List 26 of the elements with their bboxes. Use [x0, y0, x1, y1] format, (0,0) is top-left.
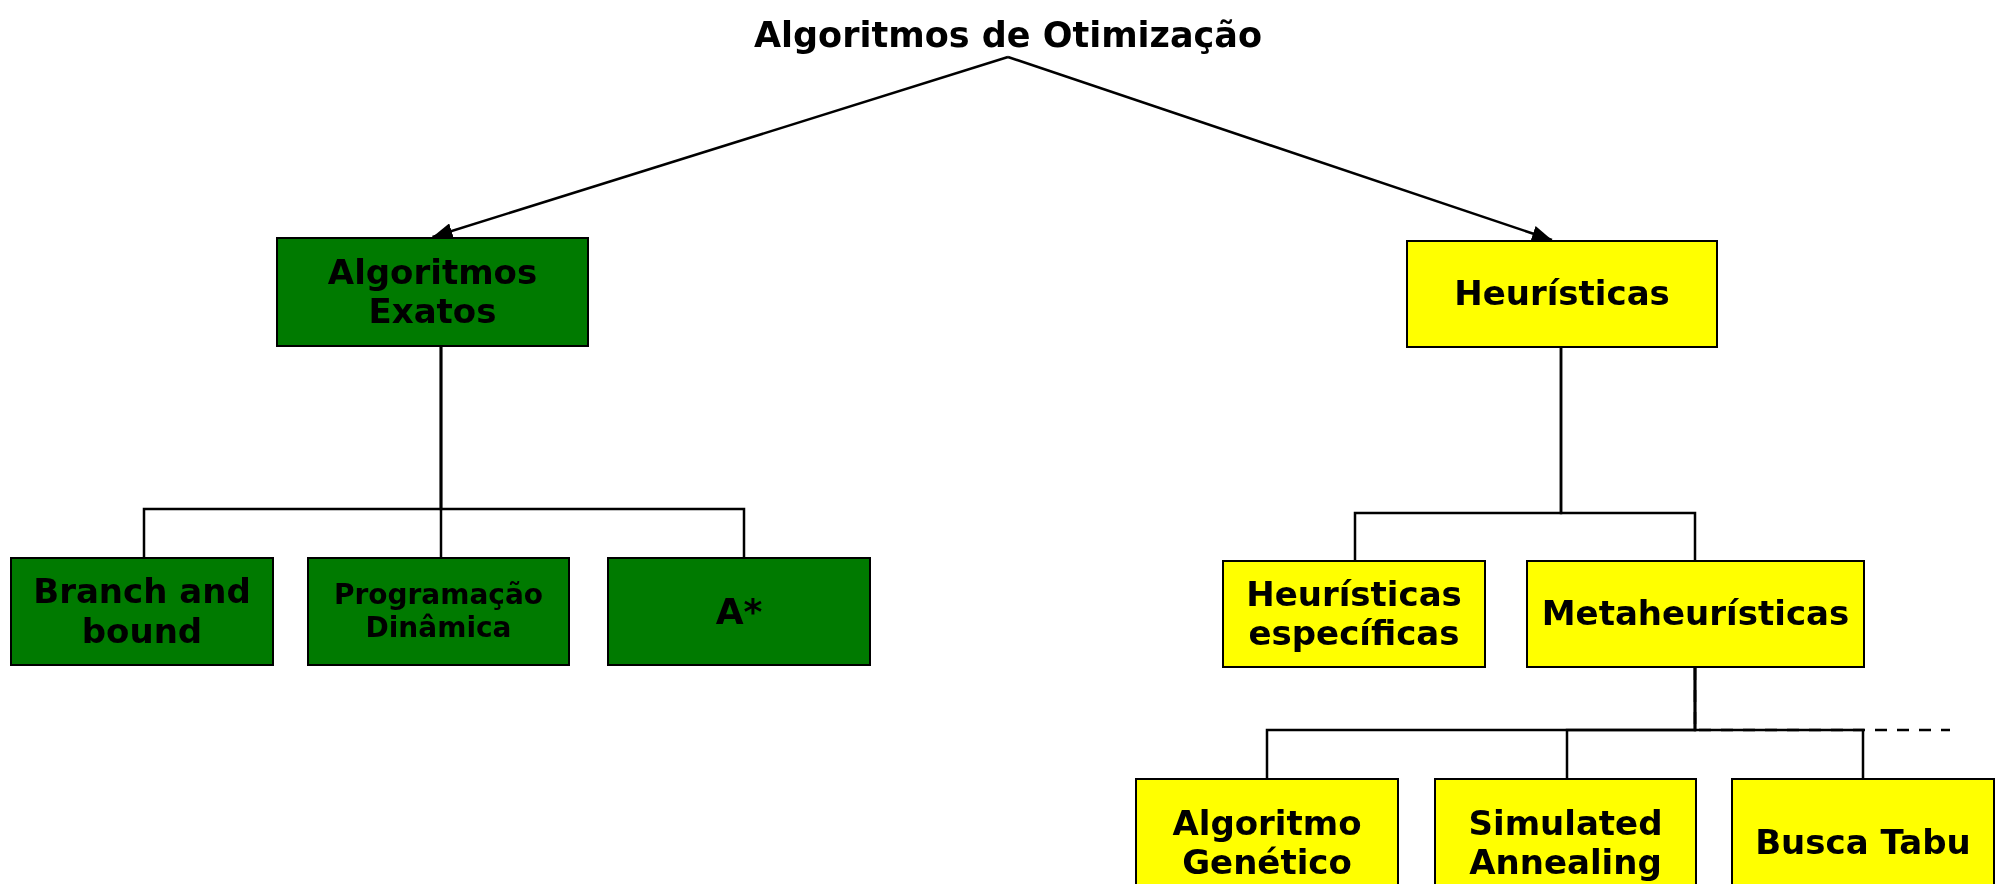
box-label: Simulated Annealing: [1467, 803, 1664, 883]
box-label: Algoritmos Exatos: [326, 252, 539, 332]
category-box: [307, 557, 570, 666]
category-box: [1135, 778, 1399, 884]
category-box: [1434, 778, 1697, 884]
connector-line: [1559, 348, 1697, 560]
category-box: [1406, 240, 1718, 348]
category-box: [1731, 778, 1995, 884]
arrow: [432, 55, 1009, 239]
connector-line: [1693, 668, 1950, 732]
box-label: Metaheurísticas: [1541, 594, 1850, 634]
category-box: [1222, 560, 1486, 668]
root-label: Algoritmos de Otimização: [754, 14, 1262, 56]
arrow: [1007, 55, 1553, 242]
category-box: [276, 237, 589, 347]
box-label: Programação Dinâmica: [332, 579, 545, 644]
category-box: [1526, 560, 1865, 668]
box-label: Branch and bound: [32, 572, 252, 651]
box-label: Heurísticas específicas: [1245, 574, 1463, 654]
category-box: [10, 557, 274, 666]
box-label: A*: [715, 590, 763, 633]
box-label: Algoritmo Genético: [1171, 803, 1363, 883]
category-box: [607, 557, 871, 666]
connector-line: [439, 347, 746, 557]
box-label: Heurísticas: [1454, 274, 1670, 314]
box-label: Busca Tabu: [1755, 823, 1971, 863]
